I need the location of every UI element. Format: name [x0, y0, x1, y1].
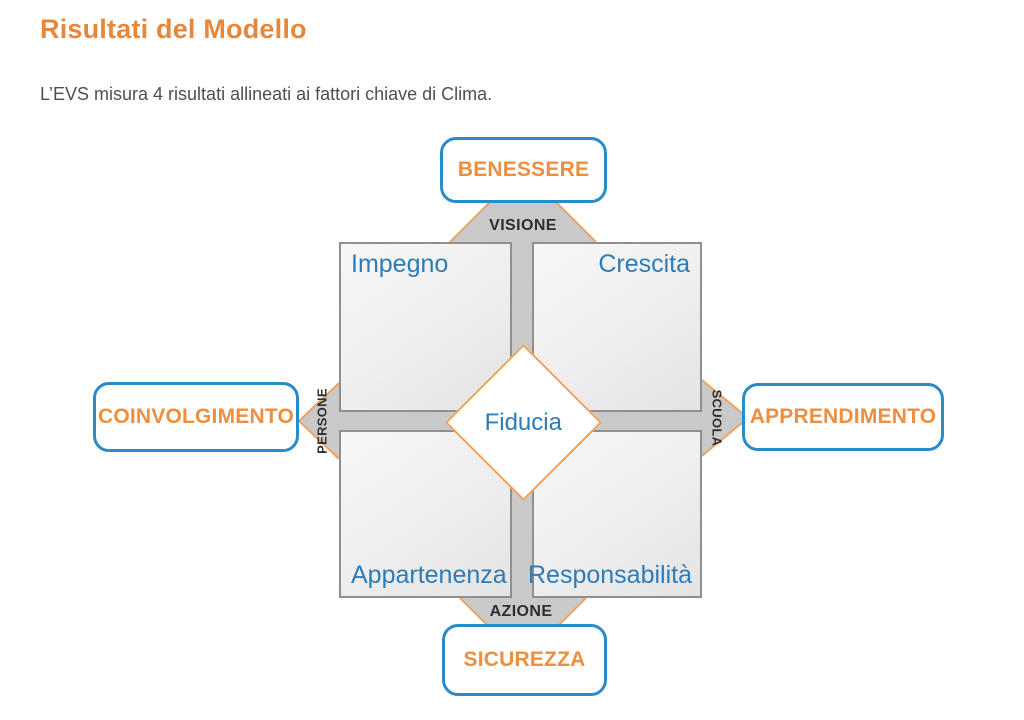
factor-label-persone: PERSONE [314, 388, 330, 454]
outcome-label-benessere: BENESSERE [457, 158, 590, 181]
outcome-label-coinvolgimento: COINVOLGIMENTO [97, 405, 295, 428]
page-subtitle: L’EVS misura 4 risultati allineati ai fa… [40, 84, 493, 104]
factor-label-scuola: SCUOLA [709, 389, 725, 447]
outcome-box-apprendimento: APPRENDIMENTO [742, 383, 944, 451]
page-title: Risultati del Modello [40, 14, 307, 44]
outcome-label-sicurezza: SICUREZZA [463, 648, 586, 671]
visione-triangle [450, 169, 596, 242]
quadrant-label-appartenenza: Appartenenza [351, 561, 507, 589]
quadrant-label-impegno: Impegno [351, 250, 449, 278]
persone-triangle [299, 383, 339, 459]
persone-triangle-edge [297, 382, 340, 460]
outcome-box-coinvolgimento: COINVOLGIMENTO [93, 382, 299, 452]
outcome-label-apprendimento: APPRENDIMENTO [749, 405, 937, 428]
factor-label-azione: AZIONE [489, 603, 553, 620]
scuola-triangle [702, 380, 748, 456]
quadrant-label-crescita: Crescita [598, 250, 690, 278]
outcome-box-benessere: BENESSERE [440, 137, 607, 203]
center-label-fiducia: Fiducia [484, 408, 563, 436]
outcome-box-sicurezza: SICUREZZA [442, 624, 607, 696]
factor-label-visione: VISIONE [489, 217, 557, 234]
quadrant-label-responsabilita: Responsabilità [528, 561, 692, 589]
